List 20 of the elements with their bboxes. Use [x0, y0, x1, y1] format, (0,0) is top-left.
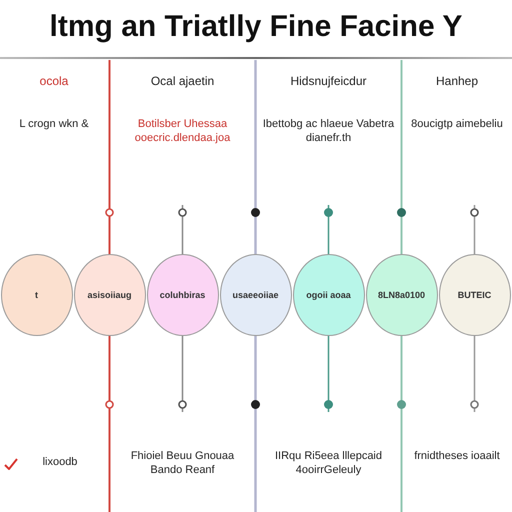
stage-label: asisoiiaug: [87, 290, 132, 300]
column-text: IIRqu Ri5eea lllepcaid 4ooirrGeleuly: [274, 450, 383, 478]
stage-label: 8LN8a0100: [378, 290, 426, 300]
column-heading: Hanhep: [436, 74, 478, 89]
column-text: Ibettobg ac hlaeue Vabetra dianefr.th: [262, 118, 396, 146]
stage-label: ogoii aoaa: [306, 290, 351, 300]
column-heading: Hidsnujfeicdur: [290, 74, 367, 89]
column-text: lixoodb: [42, 456, 78, 470]
stage-label: BUTEIC: [458, 290, 492, 300]
title: ltmg an Triatlly Fine Facine Y: [50, 10, 462, 44]
column-text: Botilsber Uhessaa ooecric.dlendaa.joa: [134, 118, 232, 146]
column-heading: Ocal ajaetin: [150, 74, 214, 89]
column-text: 8oucigtp aimebeliu: [411, 118, 503, 132]
stage-label: coluhbiras: [160, 290, 206, 300]
stage-label: t: [35, 290, 38, 300]
column-text: L crogn wkn &: [19, 118, 89, 132]
column-heading: ocola: [40, 74, 68, 89]
stage-label: usaeeoiiae: [232, 290, 279, 300]
column-text: Fhioiel Beuu Gnouaa Bando Reanf: [130, 450, 236, 478]
column-text: frnidtheses ioaailt: [414, 450, 500, 464]
